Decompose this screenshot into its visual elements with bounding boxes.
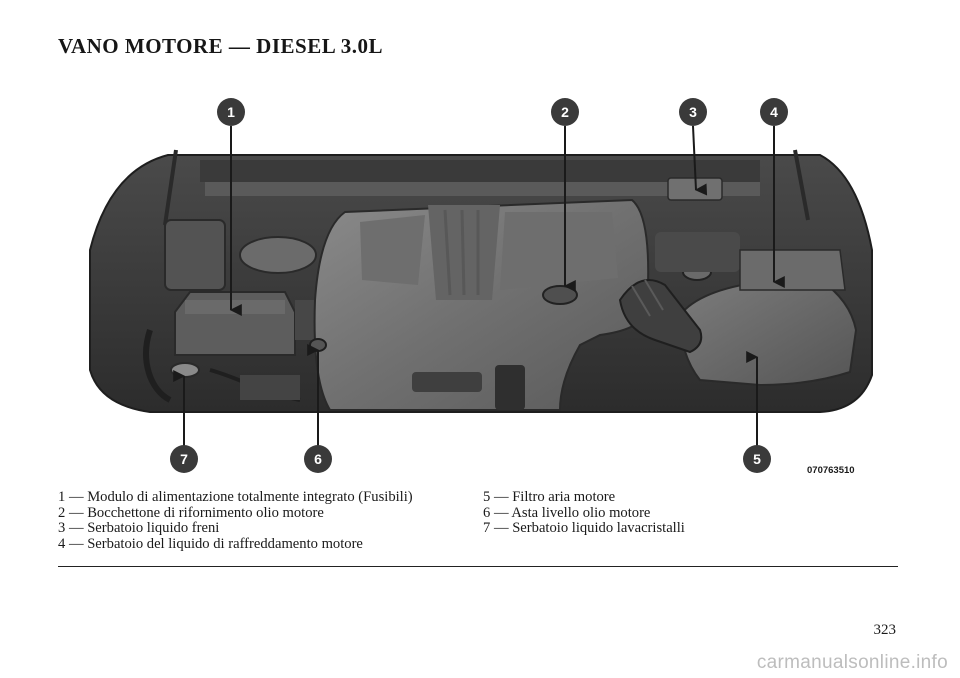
- divider-rule: [58, 566, 898, 567]
- svg-text:2: 2: [561, 104, 569, 120]
- arrow-3: [692, 125, 708, 196]
- callout-4: 4: [760, 98, 788, 126]
- page-number: 323: [873, 622, 897, 638]
- callout-7: 7: [170, 445, 198, 473]
- legend-item-7: 7 — Serbatoio liquido lavacristalli: [483, 520, 685, 536]
- legend-item-6: 6 — Asta livello olio motore: [483, 504, 651, 521]
- callout-6: 6: [304, 445, 332, 473]
- callout-5: 5: [743, 445, 771, 473]
- legend-item-2: 2 — Bocchettone di rifornimento olio mot…: [58, 504, 324, 521]
- left-reservoir: [164, 219, 317, 291]
- air-filter-housing: [678, 249, 858, 387]
- callout-arrows: [173, 125, 785, 447]
- svg-text:3: 3: [689, 104, 697, 120]
- svg-text:1: 1: [227, 104, 235, 120]
- legend-item-3: 3 — Serbatoio liquido freni: [58, 520, 220, 536]
- left-hoses: [143, 329, 301, 403]
- legend-item-5: 5 — Filtro aria motore: [483, 489, 616, 505]
- callout-2: 2: [551, 98, 579, 126]
- page-title: VANO MOTORE — DIESEL 3.0L: [58, 34, 384, 58]
- legend-item-1: 1 — Modulo di alimentazione totalmente i…: [58, 489, 413, 505]
- coolant-reservoir: [655, 232, 740, 281]
- callout-1: 1: [217, 98, 245, 126]
- svg-text:5: 5: [753, 451, 761, 467]
- callout-3: 3: [679, 98, 707, 126]
- oil-filler-cap: [542, 285, 578, 305]
- svg-text:4: 4: [770, 104, 778, 120]
- engine-cover: [313, 198, 652, 411]
- air-intake-duct: [618, 279, 703, 354]
- legend-item-4: 4 — Serbatoio del liquido di raffreddame…: [58, 535, 363, 552]
- watermark-link[interactable]: carmanualsonline.info: [756, 652, 948, 673]
- legend-left: 1 — Modulo di alimentazione totalmente i…: [58, 489, 413, 552]
- figure-id: 070763510: [807, 465, 855, 476]
- legend-right: 5 — Filtro aria motore 6 — Asta livello …: [483, 489, 685, 537]
- dipstick-handle: [309, 338, 327, 352]
- svg-text:6: 6: [314, 451, 322, 467]
- washer-reservoir-cap: [170, 362, 200, 378]
- svg-text:7: 7: [180, 451, 188, 467]
